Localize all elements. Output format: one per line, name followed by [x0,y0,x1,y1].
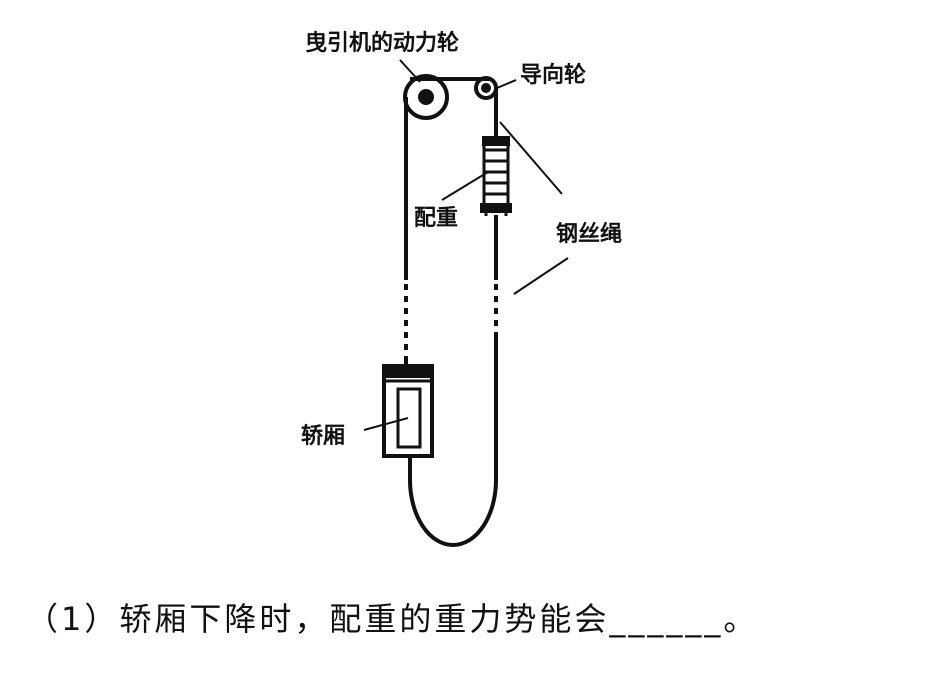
guide-wheel-hub [481,83,491,93]
rope-bottom-loop [408,456,498,547]
question-text: （1）轿厢下降时，配重的重力势能会______。 [26,603,758,635]
answer-blank[interactable]: ______ [609,600,724,638]
question-body: 轿厢下降时，配重的重力势能会 [119,600,610,638]
car-top-bar [382,364,434,378]
car-door [396,387,422,449]
label-counterweight: 配重 [414,206,459,231]
counterweight-base [480,203,512,213]
traction-wheel-hub [418,89,434,105]
leader-traction-wheel [399,59,421,83]
question-end: 。 [723,600,759,638]
leader-car [363,417,409,431]
question-number: （1） [26,600,120,638]
car-body [382,368,434,458]
counterweight-top-cap [482,136,510,146]
label-wire-rope: 钢丝绳 [556,222,623,247]
leader-wire-rope-upper [499,121,563,195]
leader-guide-wheel [496,79,517,89]
leader-counterweight [441,171,489,201]
label-car: 轿厢 [301,424,346,449]
label-traction-wheel: 曳引机的动力轮 [305,31,460,56]
label-guide-wheel: 导向轮 [520,63,587,88]
leader-wire-rope-lower [513,257,569,295]
